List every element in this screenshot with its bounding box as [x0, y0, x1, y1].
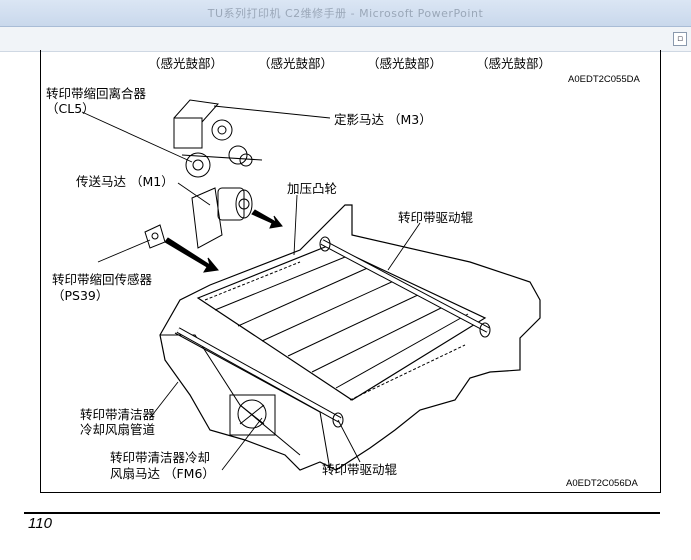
label-cleaner-fan: 转印带清洁器冷却	[110, 450, 211, 465]
figure-frame	[40, 50, 661, 493]
figure-code-bottom: A0EDT2C056DA	[566, 478, 638, 489]
label-belt-drive-roller-bottom: 转印带驱动辊	[322, 462, 398, 477]
label-retract-clutch: 转印带缩回离合器	[46, 86, 147, 101]
page-number: 110	[28, 515, 52, 532]
page-rule	[24, 512, 660, 514]
figure-code-top: A0EDT2C055DA	[568, 74, 640, 85]
label-retract-sensor: 转印带缩回传感器	[52, 272, 153, 287]
label-transport-motor: 传送马达 （M1）	[76, 174, 174, 189]
drum-label-4: （感光鼓部）	[476, 56, 552, 71]
label-pressure-cam: 加压凸轮	[287, 181, 338, 196]
drum-label-1: （感光鼓部）	[148, 56, 224, 71]
drum-label-3: （感光鼓部）	[367, 56, 443, 71]
label-retract-sensor-code: （PS39）	[52, 288, 109, 303]
window-title: TU系列打印机 C2维修手册 - Microsoft PowerPoint	[207, 7, 484, 20]
label-cleaner-duct-2: 冷却风扇管道	[80, 422, 156, 437]
window-titlebar: TU系列打印机 C2维修手册 - Microsoft PowerPoint	[0, 0, 691, 27]
ribbon-bar: ▫	[0, 27, 691, 52]
label-belt-drive-roller-top: 转印带驱动辊	[398, 210, 474, 225]
label-fusing-motor: 定影马达 （M3）	[334, 112, 432, 127]
ribbon-expand-icon[interactable]: ▫	[673, 32, 687, 46]
label-cleaner-duct: 转印带清洁器	[80, 407, 156, 422]
label-retract-clutch-code: （CL5）	[46, 101, 95, 116]
label-cleaner-fan-2: 风扇马达 （FM6）	[110, 466, 215, 481]
drum-label-2: （感光鼓部）	[258, 56, 334, 71]
